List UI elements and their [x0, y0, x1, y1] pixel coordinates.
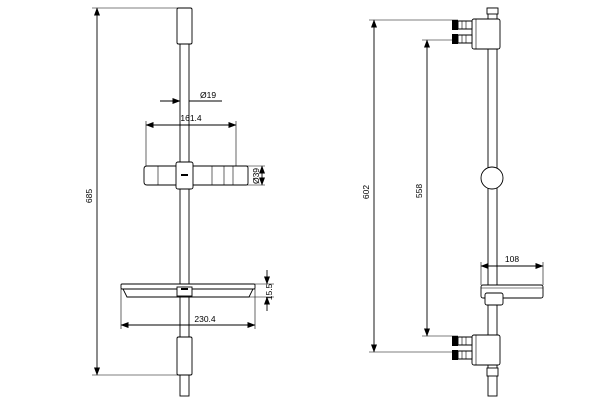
side-soap-dish	[480, 284, 544, 306]
side-view: 602 558 108	[361, 7, 544, 397]
dim-685-label: 685	[84, 189, 94, 203]
side-bottom-wall-bracket	[452, 334, 501, 377]
front-shelf	[120, 283, 256, 298]
dim-d19-label: Ø19	[200, 90, 216, 100]
dim-15-label: 15.5	[264, 283, 274, 300]
dim-161-label: 161.4	[180, 113, 202, 123]
side-shower-holder-ball	[480, 166, 504, 190]
dim-230-label: 230.4	[194, 314, 216, 324]
front-view: 685 Ø19 161.4 Ø39 15.5 230.4	[84, 7, 274, 397]
front-top-end-cap	[176, 7, 193, 45]
dim-602-label: 602	[361, 185, 371, 199]
front-bottom-end-cap	[176, 336, 193, 376]
front-shower-holder	[143, 161, 249, 190]
dim-108-label: 108	[505, 254, 519, 264]
dim-d39-label: Ø39	[251, 168, 261, 184]
side-top-wall-bracket	[452, 7, 501, 50]
dim-558-label: 558	[414, 184, 424, 198]
